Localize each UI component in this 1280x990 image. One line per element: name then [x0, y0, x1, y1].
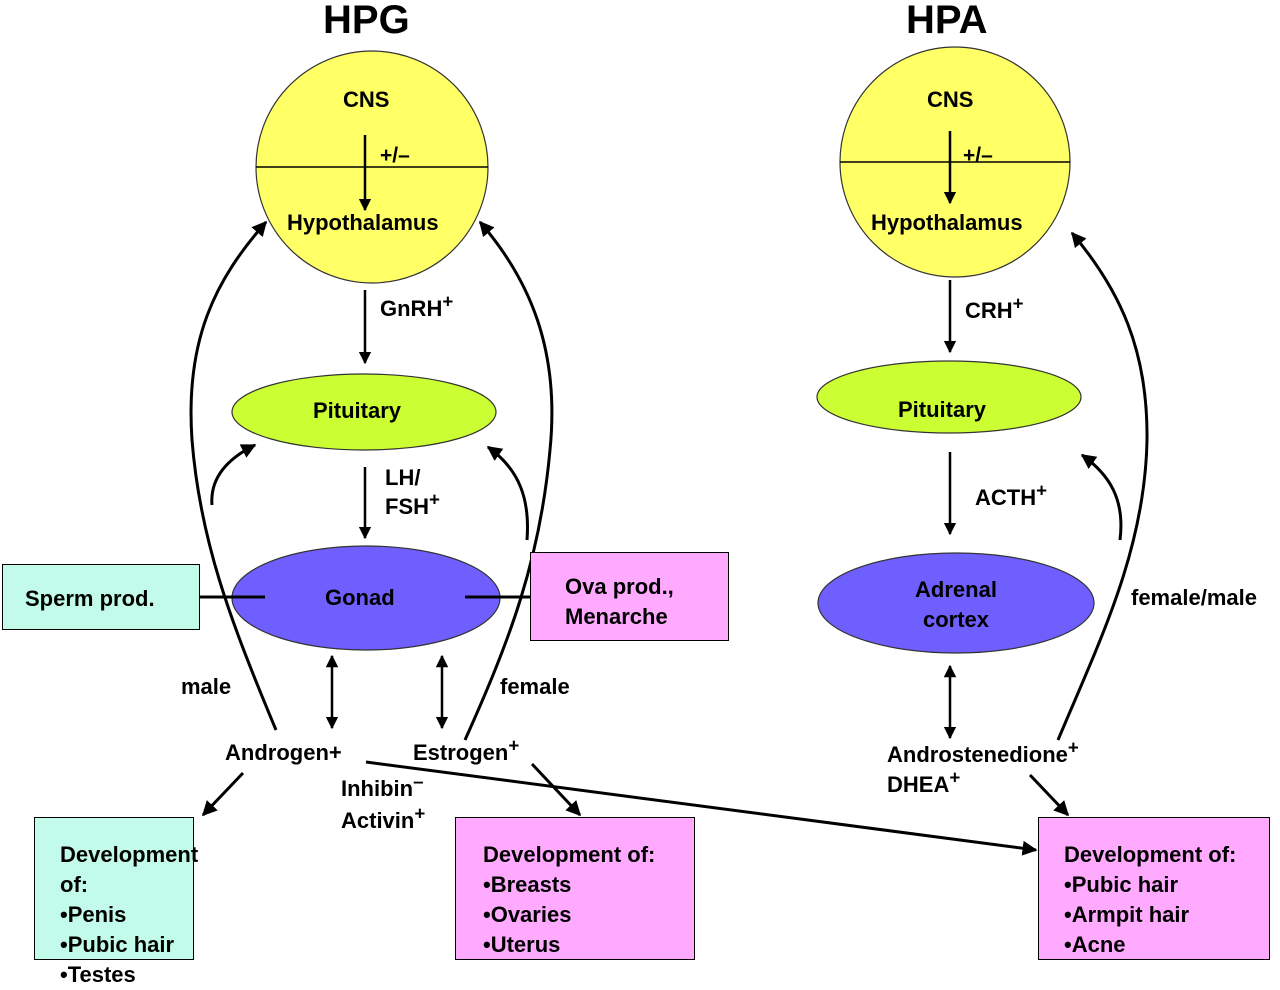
male-development-item: •Pubic hair [60, 932, 175, 957]
female-development-item: •Breasts [483, 872, 572, 897]
hpa-development-item: •Armpit hair [1064, 902, 1190, 927]
estrogen-label: Estrogen+ [413, 736, 519, 766]
dhea-sign: + [949, 766, 961, 788]
androstenedione-label: Androstenedione+ [887, 738, 1079, 768]
estrogen-to-pituitary-curve [486, 445, 529, 541]
dhea-label: DHEA+ [887, 768, 960, 798]
androgen-to-hpa-dev-arrow [365, 760, 1038, 856]
sperm-production-box: Sperm prod. [2, 564, 200, 630]
sperm-production-label: Sperm prod. [25, 586, 155, 611]
hpg-hypothalamus-label: Hypothalamus [287, 210, 439, 235]
androstenedione-sign: + [1067, 736, 1079, 758]
acth-text: ACTH [975, 485, 1037, 510]
lh-label: LH/ [385, 465, 421, 490]
androgen-text: Androgen [225, 740, 329, 765]
ova-production-label: Ova prod., [565, 574, 674, 599]
menarche-label: Menarche [565, 604, 668, 629]
gnrh-label: GnRH+ [380, 292, 453, 322]
inhibin-text: Inhibin [341, 776, 414, 801]
activin-label: Activin+ [341, 804, 425, 834]
hpa-hypothalamus-label: Hypothalamus [871, 210, 1023, 235]
female-development-box: Development of: •Breasts •Ovaries •Uteru… [455, 817, 695, 960]
hpa-development-heading: Development of: [1064, 842, 1237, 867]
fsh-label: FSH+ [385, 490, 440, 520]
gnrh-sign: + [442, 290, 454, 312]
adrenal-text: Adrenal [915, 577, 997, 602]
inhibin-sign: – [413, 770, 424, 792]
acth-sign: + [1036, 479, 1048, 501]
female-development-heading: Development of: [483, 842, 656, 867]
gnrh-text: GnRH [380, 296, 443, 321]
female-male-label: female/male [1131, 585, 1257, 610]
female-development-text: Development of: •Breasts •Ovaries •Uteru… [483, 840, 655, 960]
female-development-item: •Ovaries [483, 902, 572, 927]
hpa-plus-minus-label: +/– [963, 144, 993, 167]
hpa-pituitary-label: Pituitary [898, 397, 987, 422]
dhea-text: DHEA [887, 772, 950, 797]
androgen-to-hypothalamus-curve [189, 220, 278, 731]
female-label: female [500, 674, 570, 699]
estrogen-text: Estrogen [413, 740, 509, 765]
activin-sign: + [414, 802, 426, 824]
androstenedione-text: Androstenedione [887, 742, 1068, 767]
cortex-text: cortex [922, 607, 990, 632]
male-development-text: Development of: •Penis •Pubic hair •Test… [60, 840, 198, 990]
estrogen-to-hypothalamus-curve [463, 220, 554, 741]
activin-text: Activin [341, 808, 415, 833]
hpa-development-item: •Acne [1064, 932, 1126, 957]
inhibin-label: Inhibin– [341, 772, 424, 802]
male-development-item: •Testes [60, 962, 136, 987]
female-development-item: •Uterus [483, 932, 561, 957]
gonad-label: Gonad [325, 585, 395, 610]
fsh-text: FSH [385, 494, 429, 519]
diagram-canvas [180, 46, 1149, 856]
hpa-development-box: Development of: •Pubic hair •Armpit hair… [1038, 817, 1270, 960]
androgen-sign: + [328, 740, 342, 765]
fsh-sign: + [429, 488, 440, 510]
hpa-title: HPA [906, 0, 988, 42]
hpg-pituitary-ellipse [231, 373, 497, 451]
hpa-cns-label: CNS [927, 87, 974, 112]
androstenedione-to-hpa-dev-arrow [1028, 773, 1070, 817]
crh-label: CRH+ [965, 294, 1024, 324]
hpa-pituitary-ellipse [816, 360, 1082, 434]
hpa-development-item: •Pubic hair [1064, 872, 1179, 897]
hpg-plus-minus-label: +/– [380, 144, 410, 167]
androstenedione-to-pituitary-curve [1080, 453, 1123, 541]
adrenal-cortex-ellipse [817, 552, 1095, 654]
crh-sign: + [1012, 292, 1024, 314]
male-label: male [181, 674, 232, 699]
estrogen-sign: + [508, 734, 520, 756]
adrenal-cortex-label: Adrenal cortex [900, 577, 1012, 633]
male-development-box: Development of: •Penis •Pubic hair •Test… [34, 817, 198, 987]
ova-production-box: Ova prod., Menarche [530, 552, 729, 641]
male-development-heading: Development of: [60, 842, 199, 897]
male-development-item: •Penis [60, 902, 127, 927]
androstenedione-to-hypothalamus-curve [1056, 231, 1149, 741]
hpg-pituitary-label: Pituitary [313, 398, 402, 423]
hpg-cns-label: CNS [343, 87, 390, 112]
hpg-title: HPG [323, 0, 410, 42]
androgen-to-pituitary-curve [210, 443, 257, 506]
estrogen-to-female-dev-arrow [530, 762, 582, 817]
hpa-development-text: Development of: •Pubic hair •Armpit hair… [1064, 840, 1236, 960]
androgen-to-male-dev-arrow [201, 771, 245, 817]
androgen-label: Androgen+ [225, 740, 342, 766]
acth-label: ACTH+ [975, 481, 1047, 511]
crh-text: CRH [965, 298, 1013, 323]
